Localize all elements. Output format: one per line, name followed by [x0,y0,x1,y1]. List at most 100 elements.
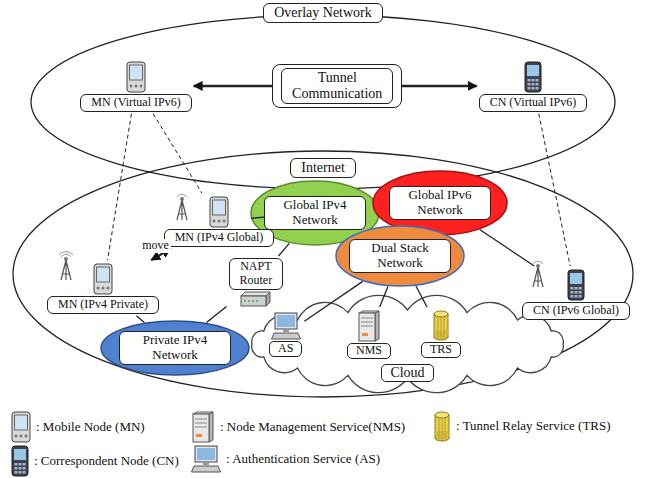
monitor-screen [197,448,215,460]
server-front [193,414,209,442]
legend-text: : Authentication Service (AS) [226,452,380,467]
phone-screen [14,449,26,460]
server-slot [195,423,207,424]
phone-key [527,87,530,90]
legend-text: : Tunnel Relay Service (TRS) [456,419,611,434]
node-label: TRS [421,342,461,358]
phone-key [15,471,18,474]
server-light [196,434,202,437]
phone-key [23,463,26,466]
node-label: Overlay Network [263,3,383,23]
correspondent-node: CN (Virtual IPv6) [479,60,588,112]
pda-body [210,197,228,227]
server-icon [357,310,381,342]
phone-key [571,291,574,294]
phone-body [12,446,28,476]
node-label: Global IPv6 Network [389,186,491,220]
node-label: CN (IPv6 Global) [522,302,630,320]
tunnel-box: Tunnel Communication [272,64,402,108]
pda-body [12,412,30,442]
phone-key [19,471,22,474]
connector [153,114,202,193]
tower-stripe [442,418,443,439]
cloud-path [252,295,564,392]
server-side [209,412,213,442]
pda-button [25,435,28,438]
legend-row: : Node Management Service(NMS) [190,410,405,444]
antenna-mast [177,200,187,220]
pda-screen [130,65,143,80]
tower-top [435,412,449,418]
phone-icon [524,61,542,93]
router-front [241,296,266,306]
phone-key [15,467,18,470]
phone-screen [570,273,582,284]
router-light [252,300,254,302]
connector [539,114,570,266]
phone-key [531,79,534,82]
node-label: MN (IPv4 Private) [47,296,159,314]
monitor-screen [277,315,295,327]
server-slot [361,322,373,323]
pda-button [212,220,215,223]
server-front [359,313,375,341]
node-label: Global IPv4 Network [264,196,366,230]
node-label: Tunnel Communication [281,68,393,104]
keyboard [192,466,221,472]
node-label: Private IPv4 Network [119,331,231,365]
phone-body [568,270,584,300]
node-label: Cloud [381,364,433,382]
edge-label: move [140,239,171,253]
network-ellipse: Private IPv4 Network [100,320,250,376]
connector [207,306,227,322]
phone-key [579,291,582,294]
mobile-node: MN (IPv4 Private) [47,262,159,314]
antenna-tip [64,257,68,261]
antenna-symbol [59,252,73,280]
node-label: NMS [347,343,391,359]
node-label: Dual Stack Network [349,239,451,273]
antenna-tip [536,264,540,268]
phone-key [23,471,26,474]
phone-key [571,295,574,298]
pda-button [97,287,100,290]
monitor [275,313,297,329]
edge-label-holder: move [140,237,171,253]
monitor-stand [283,329,289,332]
router-icon [240,291,271,307]
phone-body [525,62,541,92]
tower-icon [432,310,450,341]
phone-key [535,83,538,86]
ellipse-shape [336,226,464,286]
phone-key [15,463,18,466]
node-label: NAPT Router [229,258,284,290]
phone-key [531,83,534,86]
antenna-wave [533,261,543,264]
tower-top [434,311,448,317]
router-top [241,292,270,296]
antenna-tip [180,197,184,201]
ellipse-shape [13,151,633,397]
server-light [362,333,368,336]
pda-screen [212,200,225,215]
phone-key [535,87,538,90]
phone-key [571,287,574,290]
correspondent-node: CN (IPv6 Global) [522,268,630,320]
ellipse-shape [31,15,615,189]
router-side [266,292,270,306]
pda-button [217,220,220,223]
pda-button [107,287,110,290]
phone-icon [567,269,585,301]
pda-screen [15,415,28,430]
server-icon: AS [269,311,302,357]
pda-button [222,220,225,223]
server-slot [361,326,373,327]
node-label: MN (IPv4 Global) [164,229,275,247]
pda-body [94,264,112,294]
phone-key [23,467,26,470]
router: NAPT Router [229,258,284,308]
node-label: CN (Virtual IPv6) [479,94,588,112]
connector [279,243,290,256]
pda-button [140,85,143,88]
server-side [375,311,379,341]
